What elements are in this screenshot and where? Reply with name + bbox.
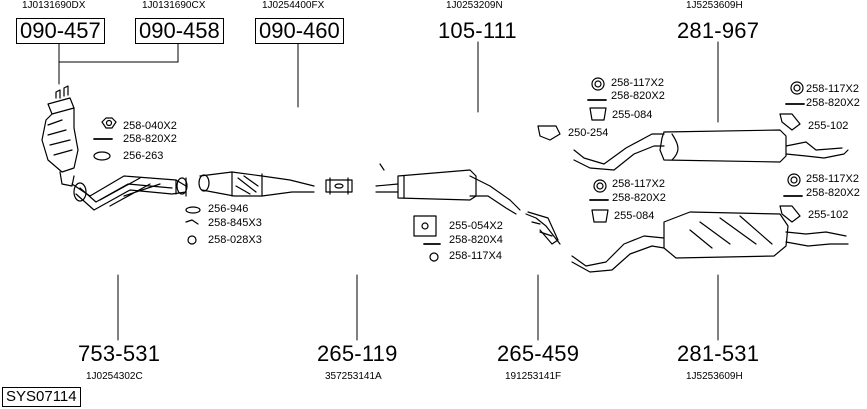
fitting-label: 255-084 (612, 109, 653, 121)
part-number-box[interactable]: 090-458 (135, 18, 224, 44)
part-number[interactable]: 281-531 (677, 341, 760, 366)
fitting-label: 258-820X2 (612, 192, 666, 204)
leader-lines (58, 41, 719, 341)
fitting-label: 258-845X3 (208, 217, 262, 229)
lower-left-fittings (589, 179, 609, 223)
part-number[interactable]: 281-967 (677, 18, 760, 43)
fitting-label: 255-102 (808, 209, 849, 221)
oem-number: 191253141F (505, 371, 562, 382)
oem-number: 1J0254302C (86, 371, 143, 382)
fitting-label: 255-102 (808, 120, 849, 132)
fitting-label: 255-084 (614, 210, 655, 222)
fitting-label: 250-254 (568, 127, 609, 139)
joint-pipe (525, 211, 561, 245)
oem-number: 1J0131690CX (142, 0, 206, 11)
fitting-label: 258-040X2 (123, 120, 177, 132)
part-number-box[interactable]: 090-457 (16, 18, 105, 44)
front-fittings (185, 206, 201, 245)
part-number[interactable]: 265-119 (317, 341, 398, 366)
oem-number: 1J5253609H (686, 0, 743, 11)
fitting-label: 258-117X2 (806, 173, 860, 185)
lower-rear-silencer (571, 211, 849, 273)
system-code: SYS07114 (2, 387, 81, 407)
fitting-label: 258-117X2 (611, 77, 665, 89)
fitting-label: 256-946 (208, 203, 249, 215)
part-number[interactable]: 265-459 (497, 341, 580, 366)
upper-right-fittings (779, 81, 805, 131)
fitting-label: 258-117X2 (612, 178, 666, 190)
oem-number: 1J0131690DX (22, 0, 86, 11)
fitting-label: 258-820X2 (806, 97, 860, 109)
fitting-label: 258-820X2 (611, 90, 665, 102)
oem-number: 357253141A (325, 371, 382, 382)
fitting-label: 258-820X2 (123, 133, 177, 145)
fitting-label: 258-117X2 (806, 83, 860, 95)
part-number-box[interactable]: 090-460 (255, 18, 344, 44)
fitting-label: 258-820X2 (806, 187, 860, 199)
fitting-label: 258-820X4 (449, 234, 503, 246)
fitting-label: 258-117X4 (449, 250, 503, 262)
oem-number: 1J0253209N (446, 0, 503, 11)
mid-fittings (413, 215, 441, 262)
fitting-label: 256-263 (123, 150, 164, 162)
upper-rear-silencer (573, 129, 849, 171)
oem-number: 1J5253609H (686, 371, 743, 382)
centre-silencer (375, 163, 521, 215)
cat-fittings (93, 117, 117, 161)
upper-left-fittings (537, 77, 607, 141)
middle-pipe (198, 171, 353, 197)
oem-number: 1J0254400FX (262, 0, 325, 11)
front-pipe (71, 175, 188, 211)
lower-right-fittings (779, 173, 803, 223)
catalytic-converter (41, 85, 79, 187)
part-number[interactable]: 105-111 (438, 18, 517, 43)
fitting-label: 255-054X2 (449, 220, 503, 232)
part-number[interactable]: 753-531 (78, 341, 161, 366)
fitting-label: 258-028X3 (208, 234, 262, 246)
